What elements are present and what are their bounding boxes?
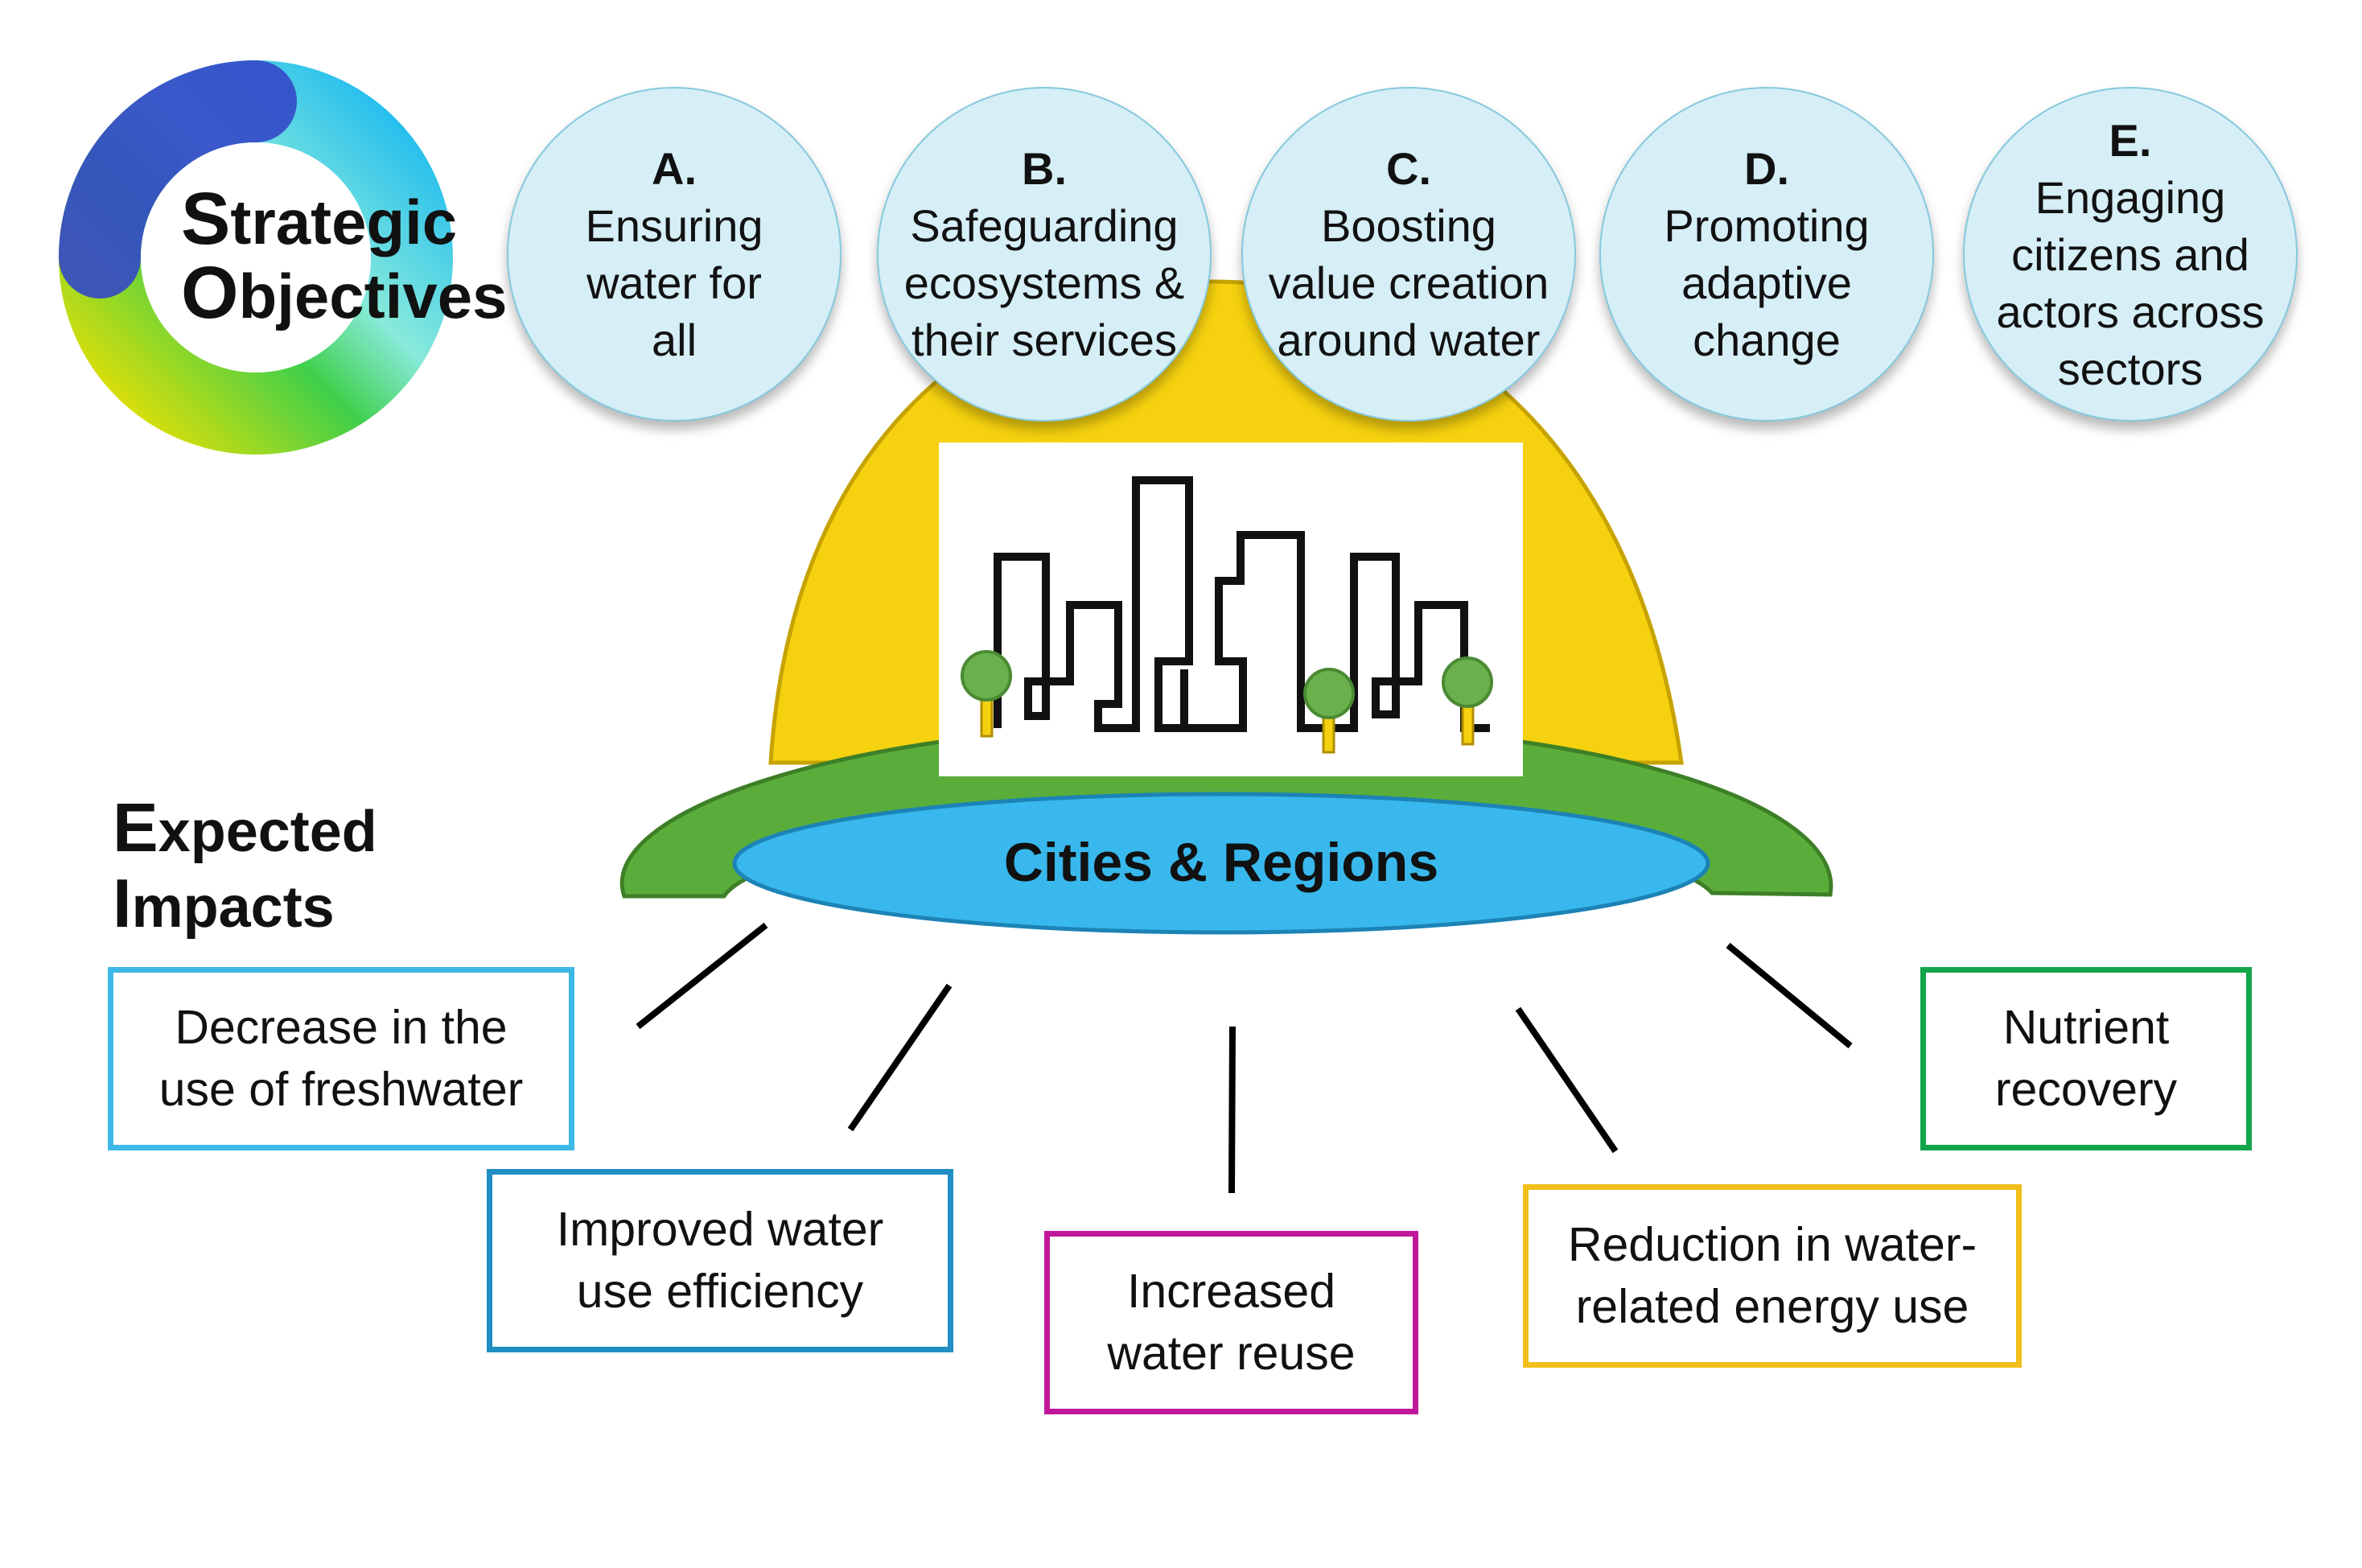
connector-line <box>1726 942 1853 1049</box>
expected-impacts-title-line1: Expected <box>113 790 377 866</box>
city-skyline-icon <box>994 476 1490 732</box>
title-initial: O <box>181 251 239 334</box>
connector-line <box>636 922 768 1030</box>
strategic-objectives-title: Strategic Objectives <box>181 177 508 334</box>
connector-lines <box>636 922 1853 1194</box>
base-ellipse <box>732 792 1710 935</box>
expected-impacts-title: Expected Impacts <box>113 792 377 944</box>
center-label: Cities & Regions <box>1003 832 1439 893</box>
strategic-objectives-title-line1: Strategic <box>181 177 458 260</box>
objective-d: D. Promoting adaptive change <box>1599 87 1934 422</box>
objective-letter: B. <box>1022 143 1067 194</box>
objective-b: B. Safeguarding ecosystems & their servi… <box>877 87 1212 422</box>
objective-text: Engaging citizens and actors across sect… <box>1996 171 2265 394</box>
expected-impacts-title-line2: Impacts <box>113 866 335 942</box>
tree-icon <box>1442 656 1493 746</box>
impact-box-efficiency: Improved water use efficiency <box>487 1169 953 1352</box>
strategic-objectives-title-line2: Objectives <box>181 251 508 334</box>
objective-e: E. Engaging citizens and actors across s… <box>1963 87 2298 422</box>
objective-text: Promoting adaptive change <box>1664 200 1870 365</box>
impact-box-energy: Reduction in water- related energy use <box>1523 1184 2022 1368</box>
title-initial: E <box>113 790 158 866</box>
title-initial: I <box>113 866 132 942</box>
objective-text: Boosting value creation around water <box>1268 200 1549 365</box>
title-initial: S <box>181 177 231 260</box>
tree-icon <box>1303 668 1355 754</box>
objective-text: Safeguarding ecosystems & their services <box>903 200 1185 365</box>
connector-line <box>1515 1006 1619 1154</box>
objective-letter: D. <box>1744 143 1789 194</box>
connector-line <box>847 983 953 1132</box>
objective-letter: E. <box>2109 114 2152 166</box>
objective-c: C. Boosting value creation around water <box>1241 87 1576 422</box>
objective-letter: C. <box>1386 143 1431 194</box>
objective-text: Ensuring water for all <box>585 200 763 365</box>
objective-letter: A. <box>652 143 697 194</box>
skyline-panel <box>939 442 1523 776</box>
objective-a: A. Ensuring water for all <box>507 87 842 422</box>
impact-box-freshwater: Decrease in the use of freshwater <box>108 967 574 1150</box>
impact-box-nutrient: Nutrient recovery <box>1920 967 2252 1150</box>
impact-box-reuse: Increased water reuse <box>1044 1231 1418 1414</box>
tree-icon <box>961 650 1012 738</box>
ring-logo-icon <box>59 60 453 455</box>
